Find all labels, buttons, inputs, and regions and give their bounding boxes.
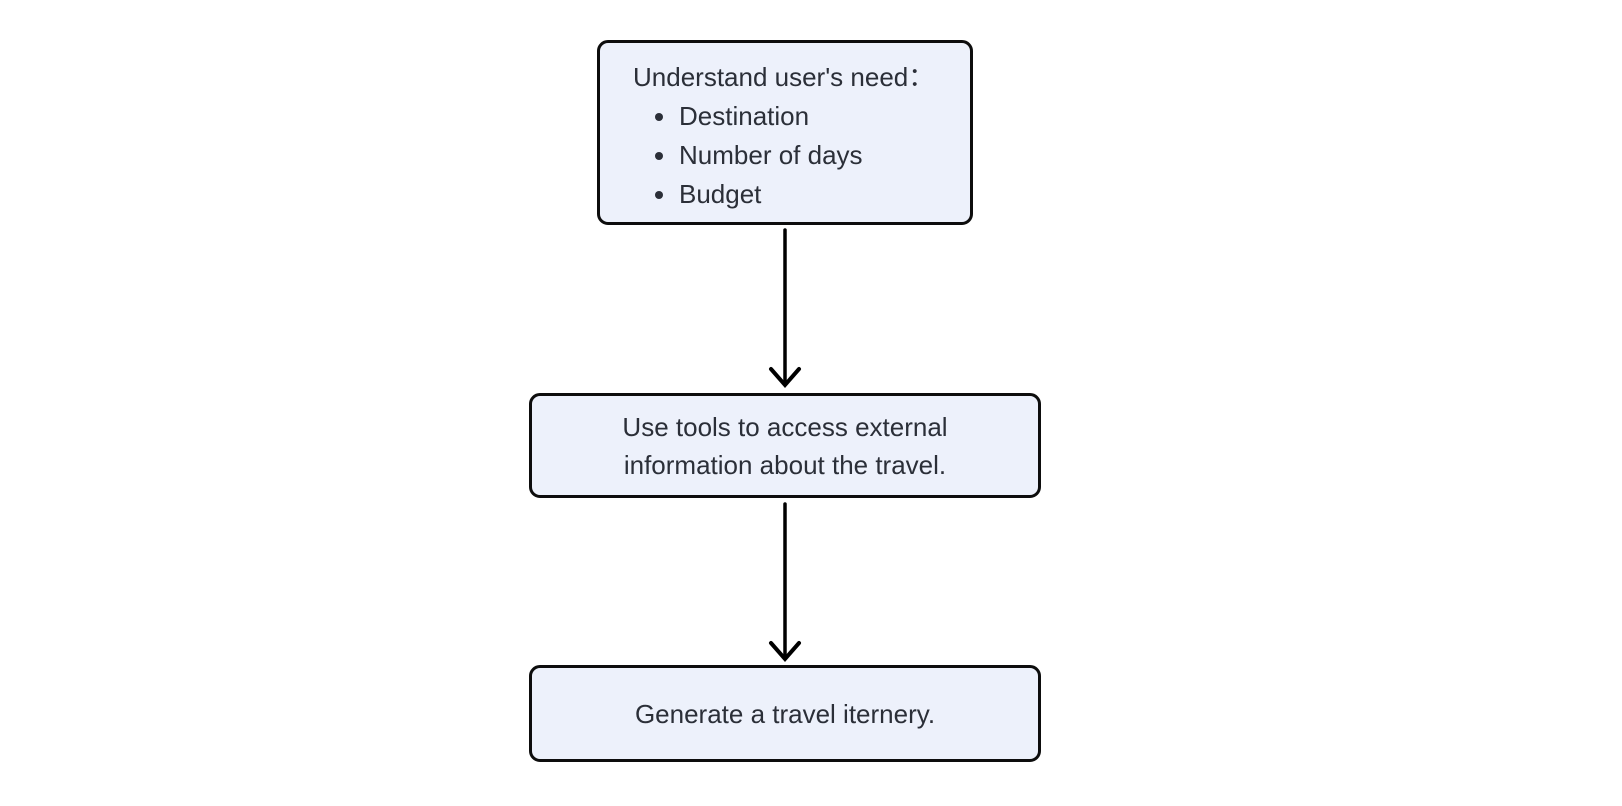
bullet-label: Number of days	[679, 140, 863, 170]
flow-node-generate-itinerary: Generate a travel iternery.	[529, 665, 1041, 762]
flow-node-use-tools: Use tools to access external information…	[529, 393, 1041, 498]
bullet-item-number-of-days: Number of days	[633, 136, 950, 175]
bullet-list: Destination Number of days Budget	[633, 97, 950, 214]
arrow-down-icon	[769, 228, 801, 389]
arrow-down-icon	[769, 502, 801, 663]
bullet-dot-icon	[655, 191, 663, 199]
bullet-dot-icon	[655, 152, 663, 160]
bullet-label: Budget	[679, 179, 762, 209]
node-title: Understand user's need：	[633, 62, 935, 92]
bullet-item-budget: Budget	[633, 175, 950, 214]
bullet-label: Destination	[679, 101, 810, 131]
bullet-dot-icon	[655, 113, 663, 121]
bullet-item-destination: Destination	[633, 97, 950, 136]
flow-node-understand-need: Understand user's need： Destination Numb…	[597, 40, 973, 225]
node-text: Use tools to access external information…	[622, 411, 948, 480]
node-text: Generate a travel iternery.	[634, 698, 936, 729]
